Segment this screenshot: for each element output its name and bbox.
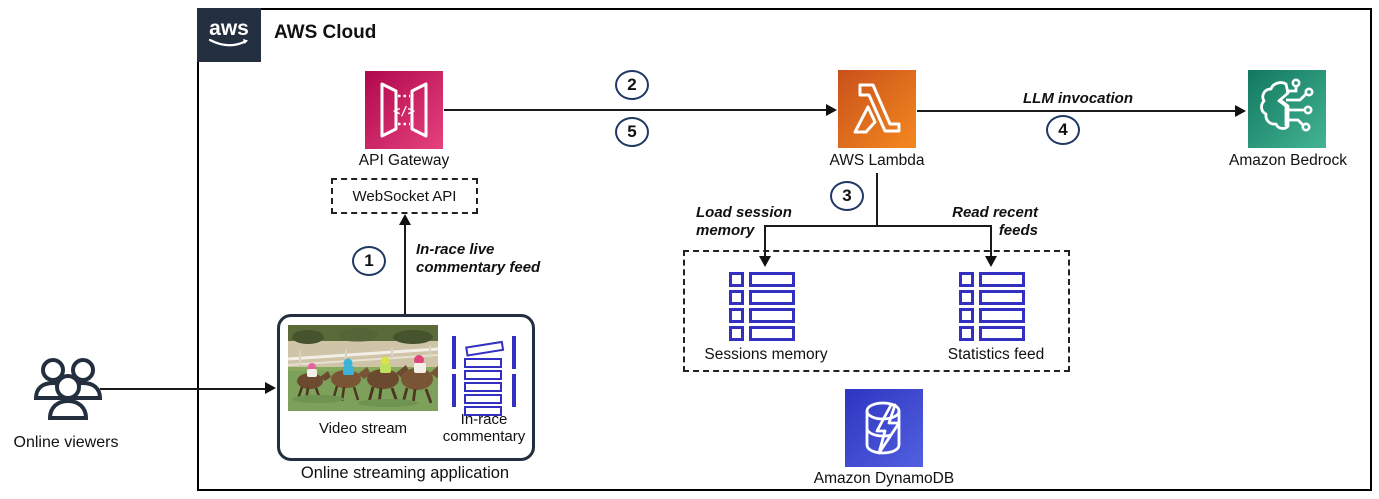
edge-branch — [765, 225, 991, 227]
edge-branch-right — [990, 225, 992, 257]
dynamodb-tables-group — [683, 250, 1070, 372]
amazon-dynamodb-icon — [845, 389, 923, 467]
step-circle-2: 2 — [615, 70, 649, 100]
arrowhead-into-bedrock — [1235, 105, 1246, 117]
llm-invocation-label: LLM invocation — [1023, 90, 1133, 107]
aws-smile-icon — [208, 38, 248, 47]
arrowhead-into-statistics — [985, 256, 997, 267]
read-recent-feeds-label: Read recent feeds — [952, 204, 1038, 239]
api-gateway-icon: </> — [365, 71, 443, 149]
load-session-memory-label: Load session memory — [696, 204, 792, 239]
amazon-bedrock-icon — [1248, 70, 1326, 148]
online-viewers-icon — [28, 350, 108, 430]
video-stream-label: Video stream — [318, 420, 408, 437]
aws-cloud-boundary — [197, 8, 1372, 491]
edge-lambda-to-bedrock — [917, 110, 1237, 112]
amazon-dynamodb-label: Amazon DynamoDB — [813, 470, 955, 487]
sessions-memory-icon — [729, 272, 795, 341]
edge-lambda-down — [876, 173, 878, 226]
statistics-feed-icon — [959, 272, 1025, 341]
edge-gateway-to-lambda — [444, 109, 828, 111]
streaming-app-label: Online streaming application — [300, 464, 510, 482]
aws-logo: aws — [197, 8, 261, 62]
arrowhead-into-websocket — [399, 214, 411, 225]
edge-app-to-websocket — [404, 222, 406, 314]
svg-text:</>: </> — [393, 104, 415, 118]
edge-viewers-to-app — [100, 388, 267, 390]
step-circle-4: 4 — [1046, 115, 1080, 145]
arrowhead-into-app — [265, 382, 276, 394]
arrowhead-into-sessions — [759, 256, 771, 267]
step-circle-1: 1 — [352, 246, 386, 276]
aws-lambda-label: AWS Lambda — [829, 152, 925, 169]
amazon-bedrock-label: Amazon Bedrock — [1228, 152, 1348, 169]
video-stream-image — [287, 325, 445, 411]
online-viewers-label: Online viewers — [13, 434, 119, 451]
websocket-api-label: WebSocket API — [352, 187, 457, 205]
in-race-feed-label: In-race live commentary feed — [416, 241, 541, 276]
in-race-commentary-label: In-race commentary — [442, 411, 526, 445]
api-gateway-label: API Gateway — [358, 152, 450, 169]
statistics-feed-label: Statistics feed — [947, 346, 1045, 363]
in-race-commentary-icon — [452, 334, 516, 416]
cloud-title: AWS Cloud — [274, 22, 377, 43]
aws-wordmark: aws — [209, 17, 249, 40]
sessions-memory-label: Sessions memory — [704, 346, 828, 363]
arrowhead-into-lambda — [826, 104, 837, 116]
step-circle-3: 3 — [830, 181, 864, 211]
aws-lambda-icon — [838, 70, 916, 148]
websocket-api-box: WebSocket API — [331, 178, 478, 214]
step-circle-5: 5 — [615, 117, 649, 147]
edge-branch-left — [764, 225, 766, 257]
